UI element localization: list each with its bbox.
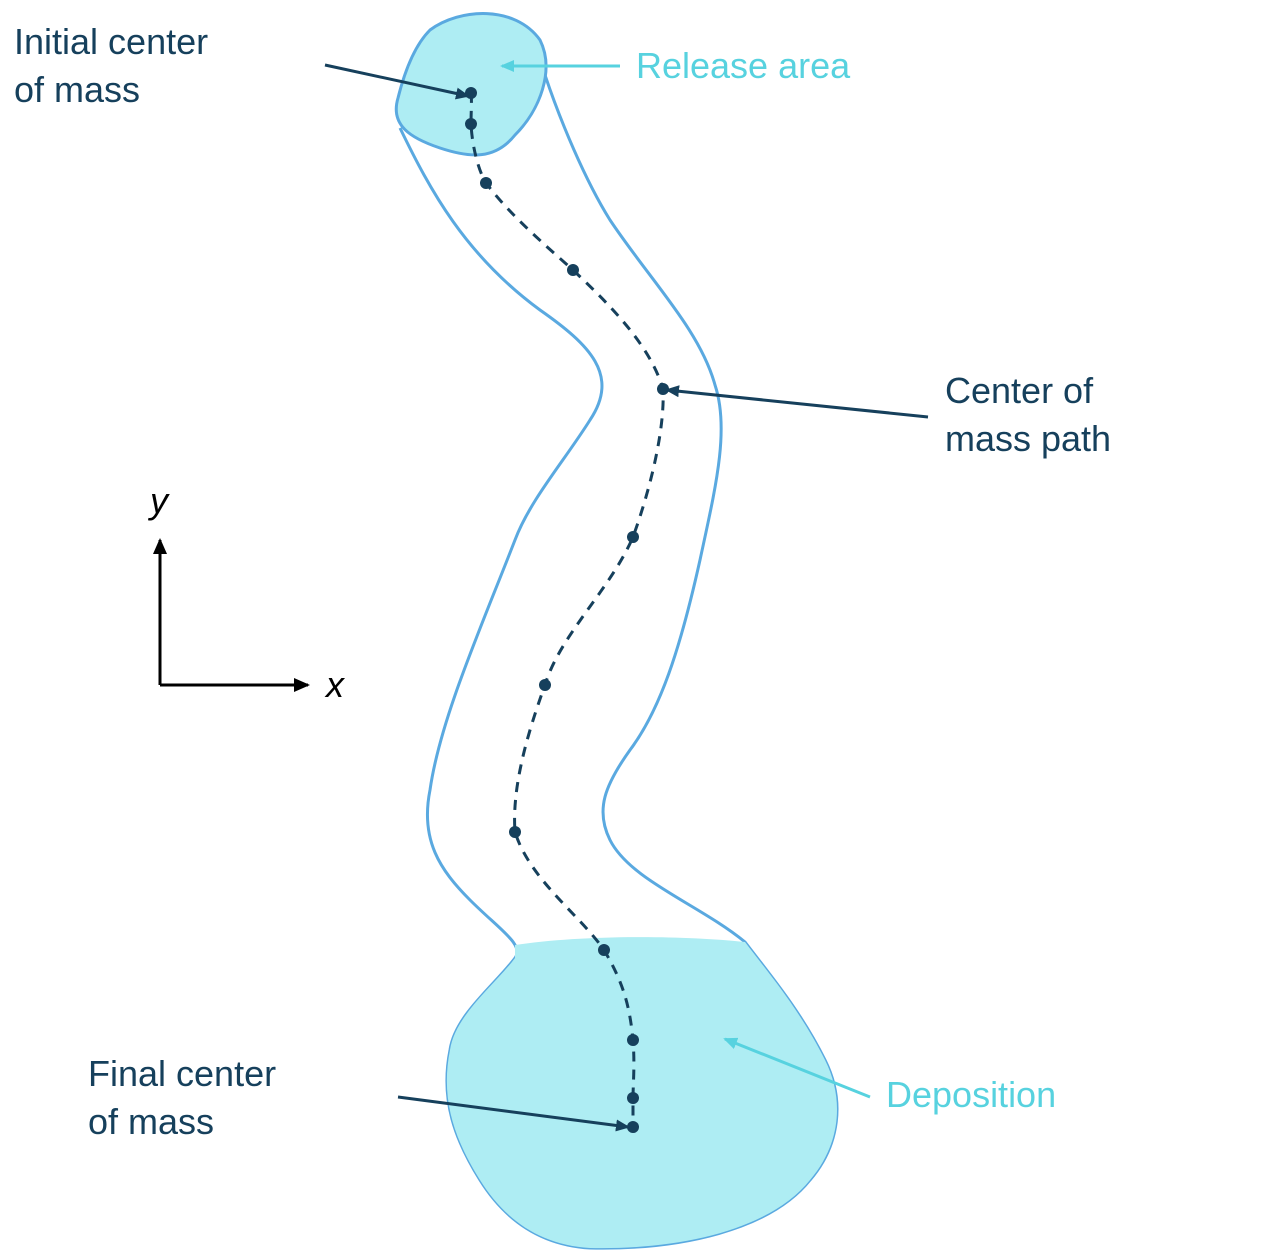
center-path-label: Center of mass path	[945, 367, 1111, 463]
release-area-label: Release area	[636, 45, 851, 86]
final-center-label: Final center of mass	[88, 1050, 276, 1146]
path-dot	[627, 1092, 639, 1104]
center-path-label-line2: mass path	[945, 418, 1112, 459]
path-dot	[539, 679, 551, 691]
initial-center-arrow	[324, 63, 470, 100]
deposition-area	[446, 937, 837, 1249]
path-dot	[480, 177, 492, 189]
deposition-label: Deposition	[886, 1074, 1057, 1115]
path-dot	[627, 1034, 639, 1046]
path-dot	[509, 826, 521, 838]
center-of-mass-path	[469, 92, 665, 1127]
initial-center-label-line1: Initial center	[14, 21, 209, 62]
release-area	[394, 12, 548, 157]
y-axis-label: y	[150, 480, 168, 521]
initial-center-label: Initial center of mass	[14, 18, 208, 114]
deposition-arrow	[723, 1037, 871, 1099]
center-path-arrow	[665, 385, 929, 419]
initial-center-label-line2: of mass	[14, 69, 141, 110]
final-center-label-line2: of mass	[88, 1101, 215, 1142]
final-center-arrow	[397, 1095, 630, 1132]
final-center-label-line1: Final center	[88, 1053, 277, 1094]
path-dot	[627, 531, 639, 543]
path-dot	[567, 264, 579, 276]
path-dot	[598, 944, 610, 956]
x-axis-label: x	[326, 664, 344, 705]
path-dot	[627, 1121, 639, 1133]
center-path-label-line1: Center of	[945, 370, 1094, 411]
path-dot	[465, 118, 477, 130]
